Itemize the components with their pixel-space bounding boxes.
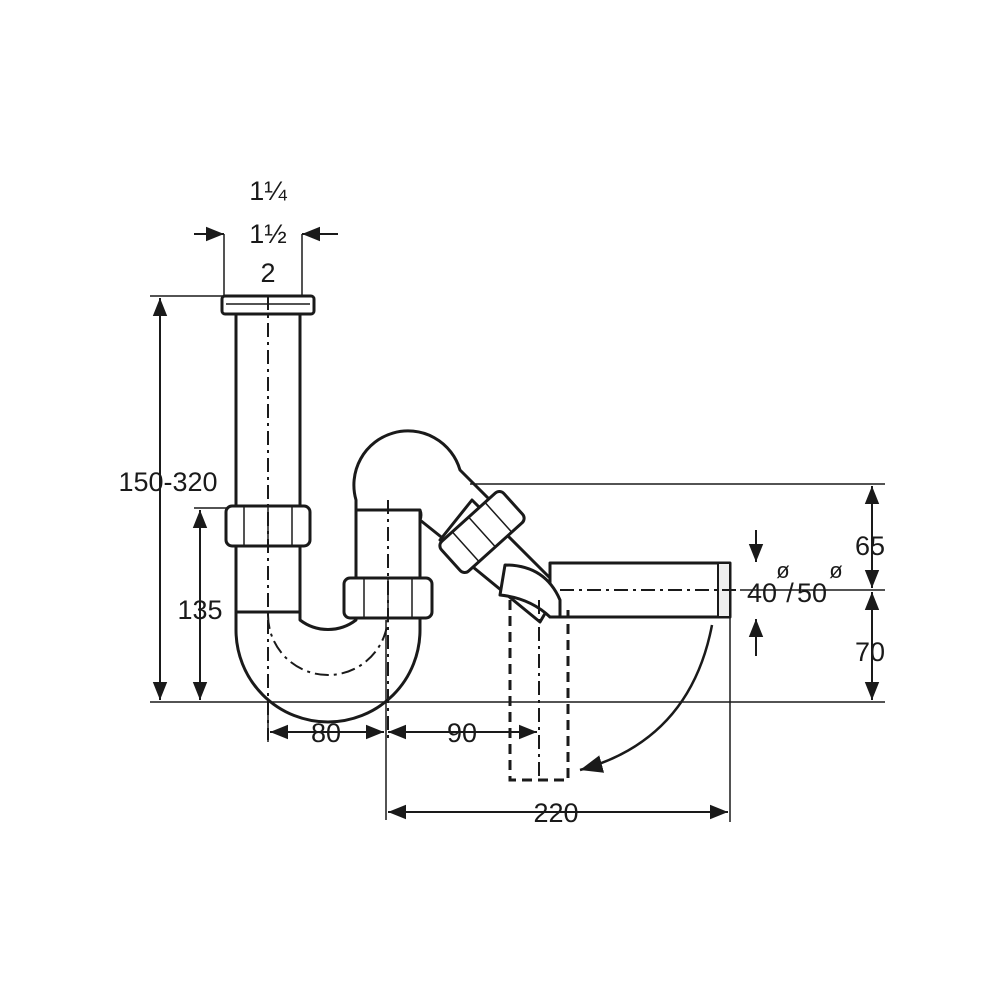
outlet-diameter-a: 40 — [747, 578, 777, 608]
outlet-upper-label: 65 — [855, 531, 885, 561]
trap-offset-label: 80 — [311, 718, 341, 748]
dimension-lines — [150, 226, 885, 822]
siphon-body — [220, 294, 740, 782]
inlet-size-3: 2 — [260, 258, 275, 288]
diameter-symbol-a: ø — [776, 558, 789, 583]
inlet-size-1: 1¼ — [249, 176, 287, 206]
coupling-nut-diagonal — [438, 490, 526, 574]
outlet-diameter-b: 50 — [797, 578, 827, 608]
lower-height-label: 135 — [177, 595, 222, 625]
outlet-lower-label: 70 — [855, 637, 885, 667]
alt-vertical-outlet — [508, 600, 570, 782]
overall-width-label: 220 — [533, 798, 578, 828]
total-height-label: 150-320 — [118, 467, 217, 497]
inlet-size-2: 1½ — [249, 219, 287, 249]
swivel-arrow — [579, 624, 714, 773]
outlet-offset-label: 90 — [447, 718, 477, 748]
outlet-diameter-slash: / — [786, 578, 794, 608]
diameter-symbol-b: ø — [829, 558, 842, 583]
